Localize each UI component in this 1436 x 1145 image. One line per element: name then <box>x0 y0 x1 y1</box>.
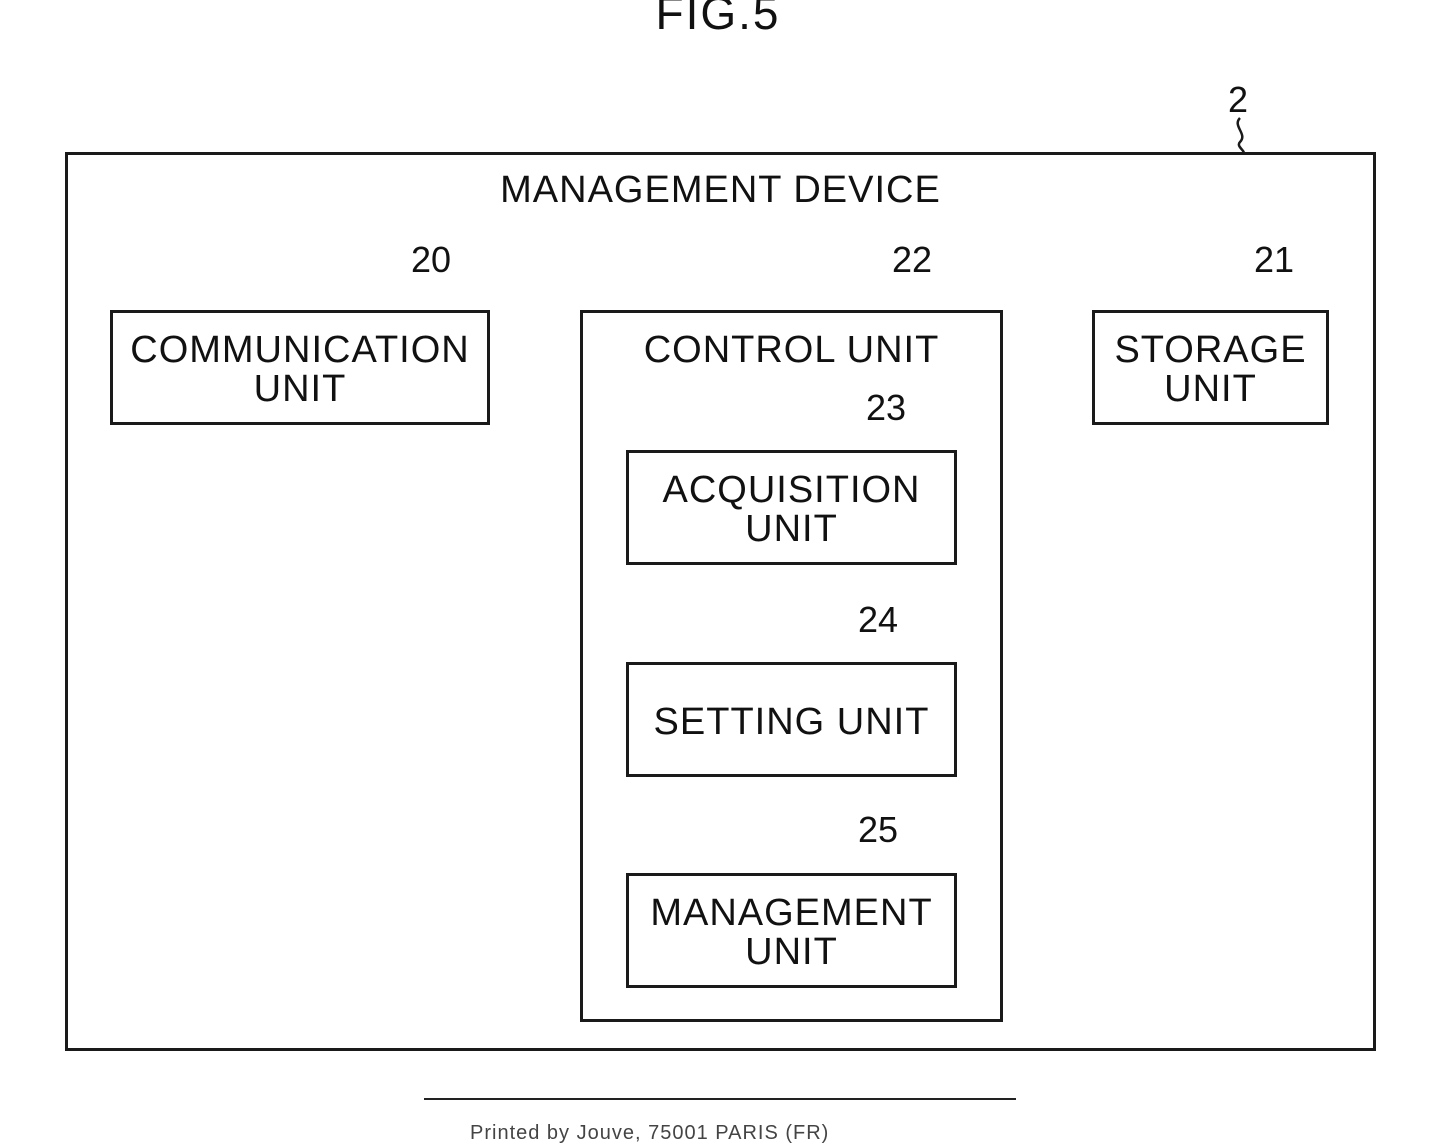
storage-unit-box: STORAGE UNIT <box>1092 310 1329 425</box>
footer-text: Printed by Jouve, 75001 PARIS (FR) <box>470 1122 829 1145</box>
communication-unit-line1: COMMUNICATION <box>113 331 487 370</box>
storage-unit-label: STORAGE UNIT <box>1095 331 1326 409</box>
storage-unit-line1: STORAGE <box>1095 331 1326 370</box>
management-unit-line1: MANAGEMENT <box>629 894 954 933</box>
management-unit-line2: UNIT <box>629 933 954 972</box>
communication-unit-line2: UNIT <box>113 370 487 409</box>
storage-unit-line2: UNIT <box>1095 370 1326 409</box>
management-unit-box: MANAGEMENT UNIT <box>626 873 957 988</box>
ref-20: 20 <box>411 242 451 278</box>
ref-22: 22 <box>892 242 932 278</box>
ref-25: 25 <box>858 812 898 848</box>
acquisition-unit-box: ACQUISITION UNIT <box>626 450 957 565</box>
acquisition-unit-label: ACQUISITION UNIT <box>629 471 954 549</box>
management-unit-label: MANAGEMENT UNIT <box>629 894 954 972</box>
ref-24: 24 <box>858 602 898 638</box>
management-device-title: MANAGEMENT DEVICE <box>68 171 1373 210</box>
leader-2 <box>1238 118 1244 153</box>
setting-unit-label: SETTING UNIT <box>629 703 954 742</box>
ref-21: 21 <box>1254 242 1294 278</box>
acquisition-unit-line2: UNIT <box>629 510 954 549</box>
communication-unit-label: COMMUNICATION UNIT <box>113 331 487 409</box>
footer-divider <box>424 1098 1016 1100</box>
setting-unit-box: SETTING UNIT <box>626 662 957 777</box>
communication-unit-box: COMMUNICATION UNIT <box>110 310 490 425</box>
ref-2: 2 <box>1228 82 1248 118</box>
ref-23: 23 <box>866 390 906 426</box>
control-unit-title: CONTROL UNIT <box>583 331 1000 370</box>
acquisition-unit-line1: ACQUISITION <box>629 471 954 510</box>
